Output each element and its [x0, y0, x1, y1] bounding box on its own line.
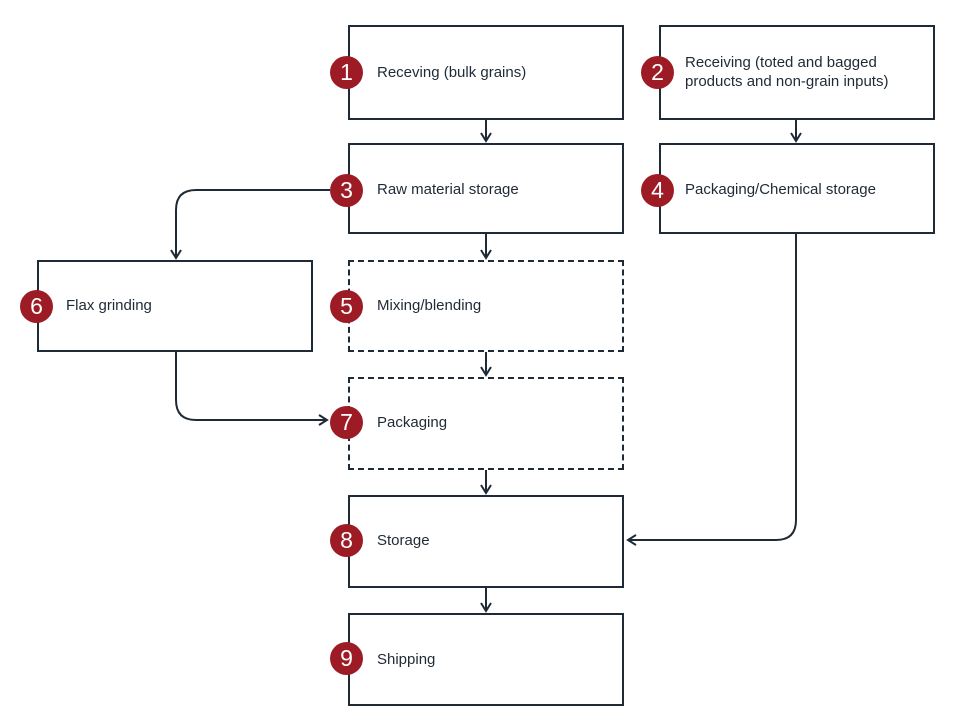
- step-number-badge: 4: [641, 174, 674, 207]
- step-number-badge: 2: [641, 56, 674, 89]
- step-label: Raw material storage: [377, 181, 519, 198]
- step-label: Packaging: [377, 414, 448, 431]
- step-number-badge: 7: [330, 406, 363, 439]
- step-number-badge: 8: [330, 524, 363, 557]
- step-label: Packaging/Chemical storage: [685, 181, 876, 198]
- step-label: Receving (bulk grains): [377, 64, 527, 81]
- step-number-badge: 1: [330, 56, 363, 89]
- step-box-packaging: [348, 377, 624, 470]
- step-number-badge: 3: [330, 174, 363, 207]
- step-box-flax-grinding: [37, 260, 313, 352]
- step-label: Mixing/blending: [377, 297, 482, 314]
- connector-4-8: [626, 234, 797, 546]
- step-label: Shipping: [377, 651, 436, 668]
- connector-3-6: [170, 189, 330, 260]
- step-box-shipping: [348, 613, 624, 706]
- step-label: Flax grinding: [66, 297, 152, 314]
- connector-6-7: [175, 352, 329, 426]
- step-box-receiving-bulk: [348, 25, 624, 120]
- step-number-badge: 5: [330, 290, 363, 323]
- step-label: Receiving (toted and bagged products and…: [685, 54, 889, 90]
- step-number-badge: 9: [330, 642, 363, 675]
- step-box-storage: [348, 495, 624, 588]
- step-label: Storage: [377, 532, 430, 549]
- step-number-badge: 6: [20, 290, 53, 323]
